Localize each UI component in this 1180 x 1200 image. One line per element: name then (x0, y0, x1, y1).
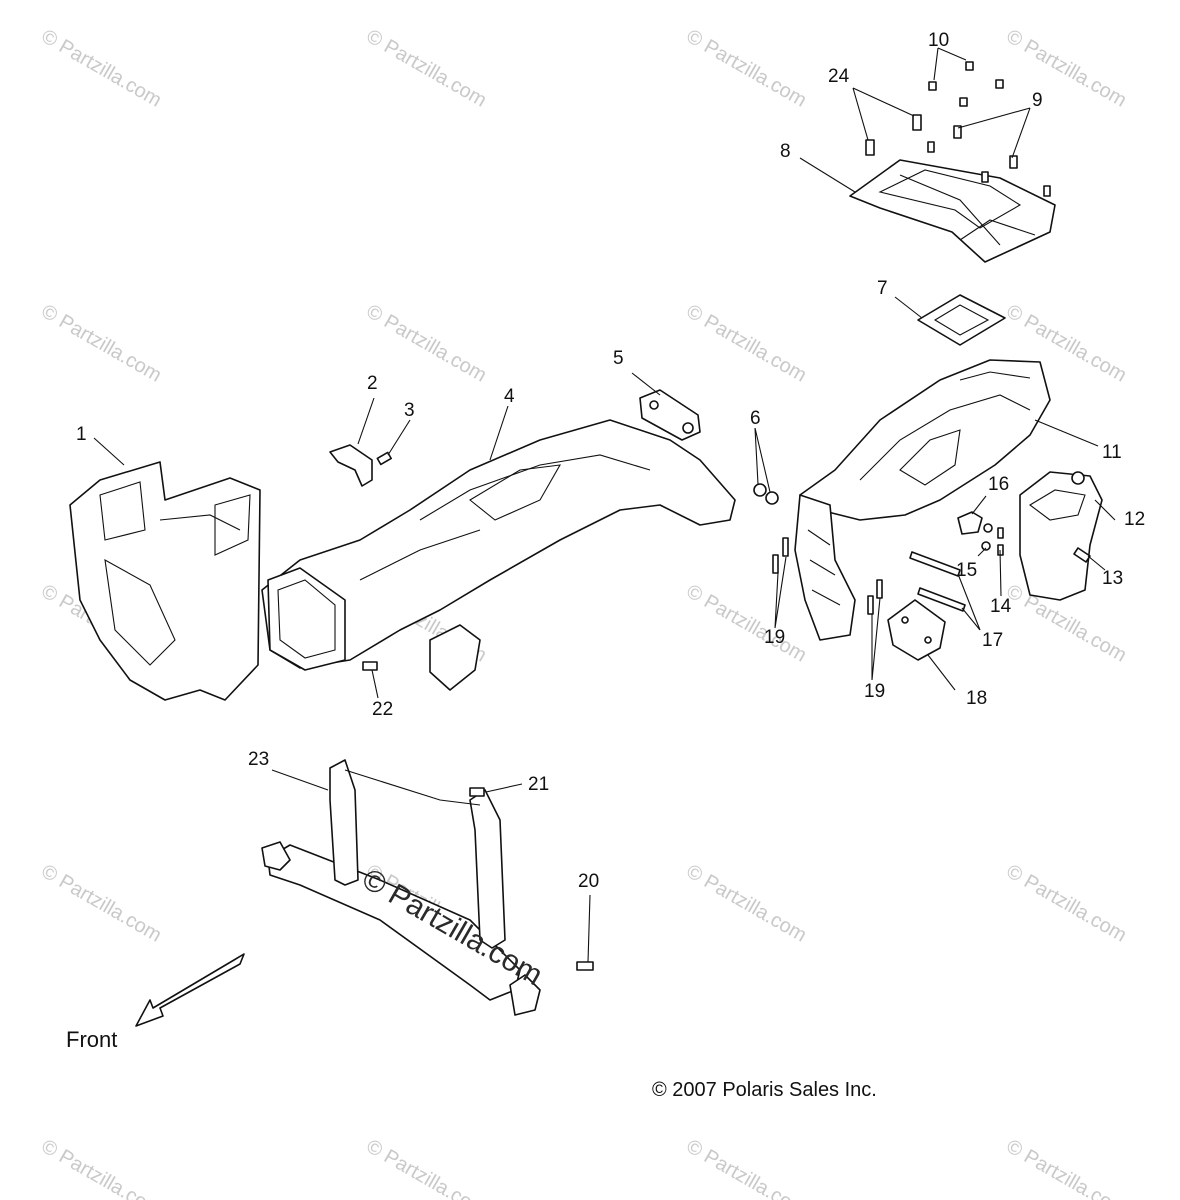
callout-14: 14 (990, 596, 1012, 617)
callout-2: 2 (367, 373, 378, 394)
callout-6: 6 (750, 408, 761, 429)
part-19-bolts (772, 537, 883, 615)
watermark: © Partzilla.com (38, 1135, 166, 1200)
callout-13: 13 (1102, 568, 1123, 589)
front-label: Front (66, 1027, 117, 1052)
watermark: © Partzilla.com (38, 860, 166, 946)
part-17-rods (909, 551, 966, 612)
part-12-side-panel (1019, 471, 1103, 601)
callout-19-right: 19 (864, 681, 885, 702)
callout-9: 9 (1032, 90, 1043, 111)
watermark: © Partzilla.com (38, 25, 166, 111)
watermark: © Partzilla.com (683, 25, 811, 111)
watermark: © Partzilla.com (1003, 860, 1131, 946)
callout-15: 15 (956, 560, 977, 581)
callout-20: 20 (578, 871, 599, 892)
part-24-bolts (865, 114, 922, 156)
part-23-front-bumper (261, 759, 541, 1016)
watermark: © Partzilla.com (1003, 25, 1131, 111)
callout-4: 4 (504, 386, 515, 407)
part-15-washers (981, 523, 993, 551)
part-18-plate (887, 599, 946, 661)
callout-3: 3 (404, 400, 415, 421)
callout-16: 16 (988, 474, 1009, 495)
part-13-screw (1073, 547, 1091, 563)
callout-7: 7 (877, 278, 888, 299)
callout-24: 24 (828, 66, 850, 87)
callout-12: 12 (1124, 509, 1145, 530)
part-3-bolt (376, 451, 392, 466)
callout-23: 23 (248, 749, 269, 770)
watermark: © Partzilla.com (683, 580, 811, 666)
front-arrow-icon (135, 953, 245, 1027)
watermark: © Partzilla.com (363, 300, 491, 386)
callout-10: 10 (928, 30, 949, 51)
copyright-text: © 2007 Polaris Sales Inc. (652, 1079, 877, 1101)
callout-8: 8 (780, 141, 791, 162)
callout-18: 18 (966, 688, 987, 709)
part-21-bolt (469, 787, 485, 797)
watermark: © Partzilla.com (1003, 1135, 1131, 1200)
part-22-bolt (362, 661, 378, 671)
part-1-front-frame (69, 461, 261, 701)
callout-1: 1 (76, 424, 87, 445)
watermark: © Partzilla.com (683, 1135, 811, 1200)
watermark: © Partzilla.com (363, 25, 491, 111)
watermark: © Partzilla.com (38, 300, 166, 386)
callout-17: 17 (982, 630, 1003, 651)
part-5-bracket (639, 389, 701, 441)
callout-labels: 1 2 3 4 5 6 7 8 9 10 11 12 13 14 15 16 1… (76, 30, 1145, 892)
leader-lines (93, 47, 1116, 963)
part-9-bolts (927, 125, 1051, 197)
part-16-bracket (957, 511, 983, 535)
part-7-gasket (917, 294, 1006, 346)
part-10-nuts (928, 61, 1004, 107)
part-4-main-frame (261, 419, 736, 691)
callout-22: 22 (372, 699, 393, 720)
callout-5: 5 (613, 348, 624, 369)
part-20-bolt (576, 961, 594, 971)
callout-21: 21 (528, 774, 549, 795)
watermark: © Partzilla.com (683, 860, 811, 946)
part-2-bracket (329, 444, 373, 487)
callout-19-left: 19 (764, 627, 785, 648)
part-6-nuts (753, 483, 779, 505)
part-11-rear-frame (794, 359, 1051, 641)
watermark: © Partzilla.com (683, 300, 811, 386)
callout-11: 11 (1102, 442, 1122, 463)
part-8-skid-plate (849, 159, 1056, 263)
watermark: © Partzilla.com (363, 1135, 491, 1200)
